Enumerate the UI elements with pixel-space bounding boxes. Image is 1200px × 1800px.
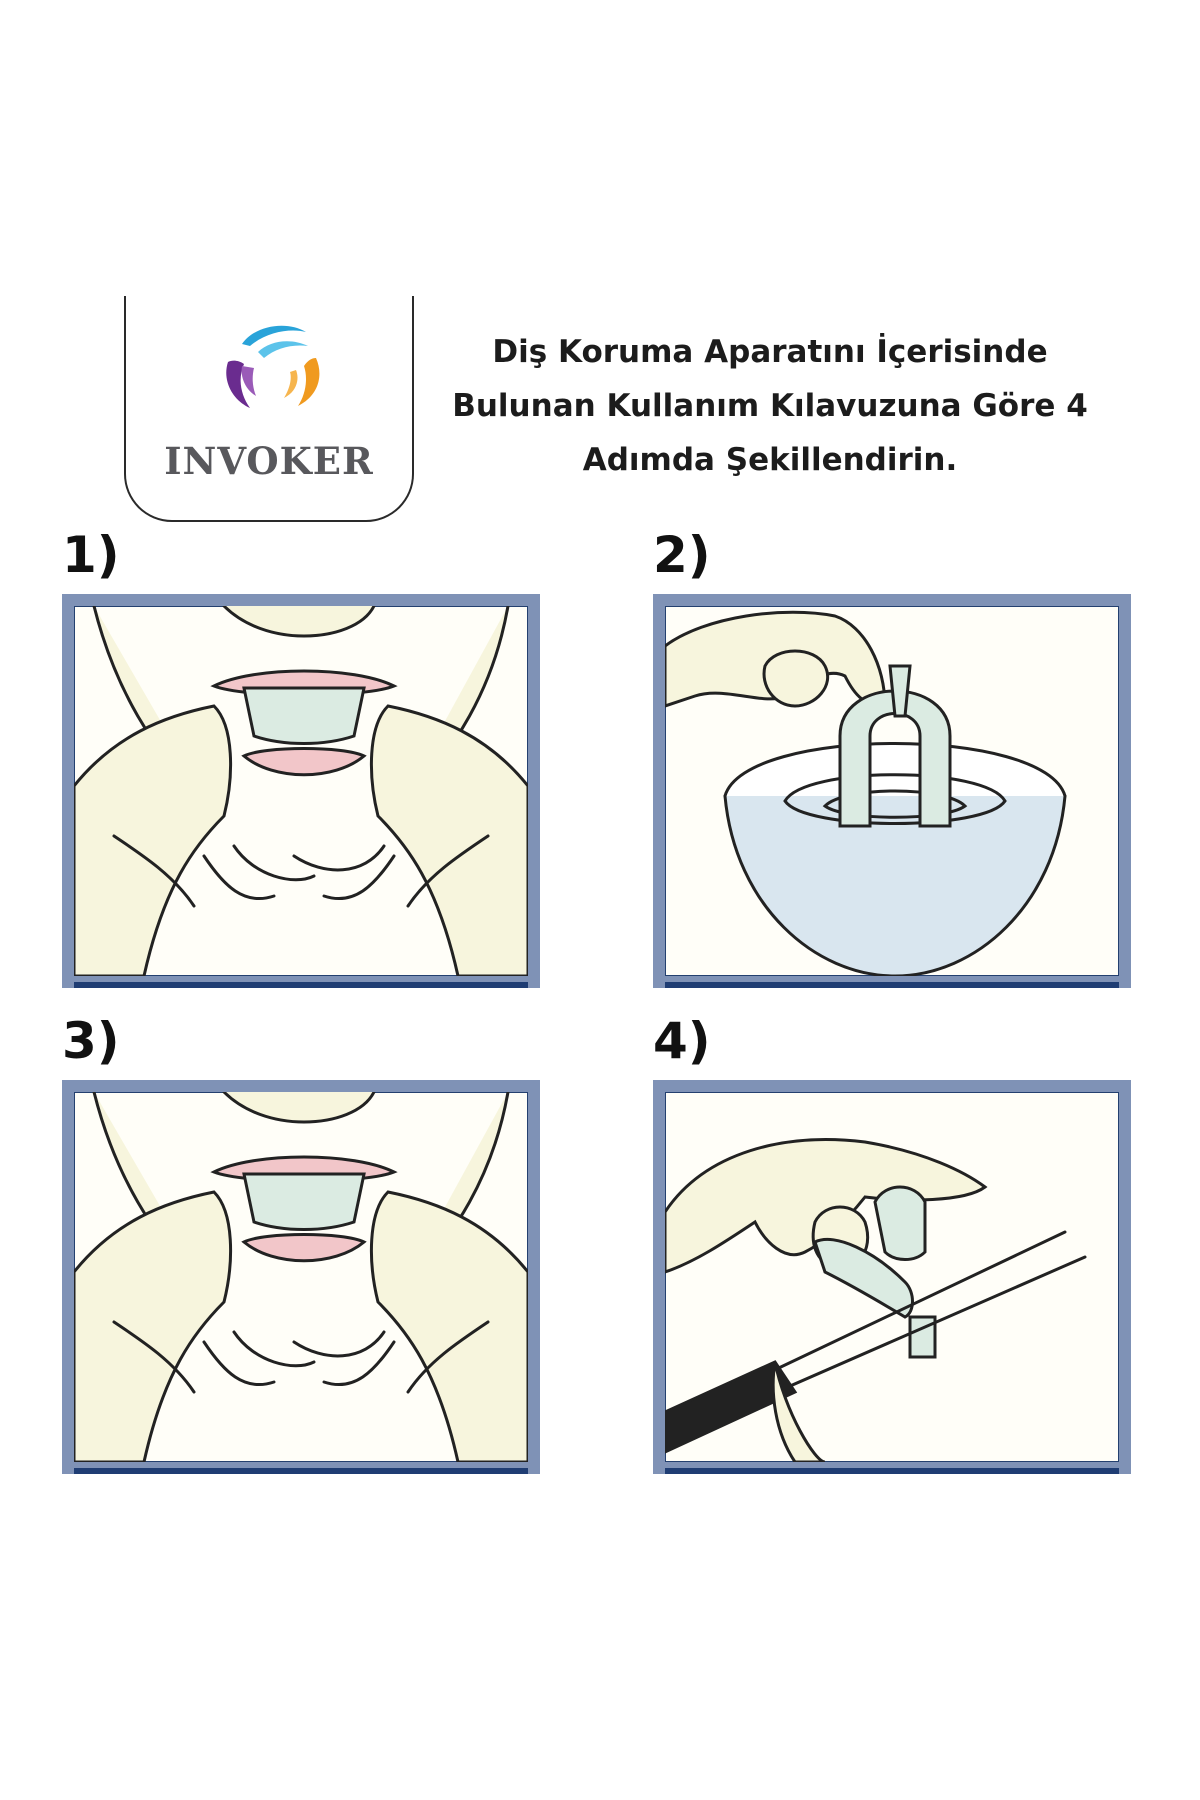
step-4-panel [653, 1080, 1131, 1474]
brand-logo-card: INVOKER [124, 296, 414, 522]
step-2-label: 2) [653, 526, 711, 584]
dipping-mouthguard-in-water-illustration-icon [665, 610, 1067, 976]
instruction-text: Diş Koruma Aparatını İçerisinde Bulunan … [450, 325, 1090, 487]
instruction-line: Adımda Şekillendirin. [582, 442, 958, 478]
step-4-label: 4) [653, 1012, 711, 1070]
trimming-mouthguard-with-scissors-illustration-icon [665, 1138, 1087, 1462]
step-3-panel [62, 1080, 540, 1474]
step-2-panel [653, 594, 1131, 988]
instruction-line: Bulunan Kullanım Kılavuzuna Göre 4 [452, 388, 1088, 424]
step-1-panel [62, 594, 540, 988]
instruction-line: Diş Koruma Aparatını İçerisinde [492, 334, 1048, 370]
step-3-label: 3) [62, 1012, 120, 1070]
invoker-logo-icon [226, 325, 320, 408]
step-1-label: 1) [62, 526, 120, 584]
fitting-mouthguard-illustration-icon [74, 1092, 528, 1462]
brand-name: INVOKER [164, 439, 374, 483]
fitting-mouthguard-illustration-icon [74, 606, 528, 976]
